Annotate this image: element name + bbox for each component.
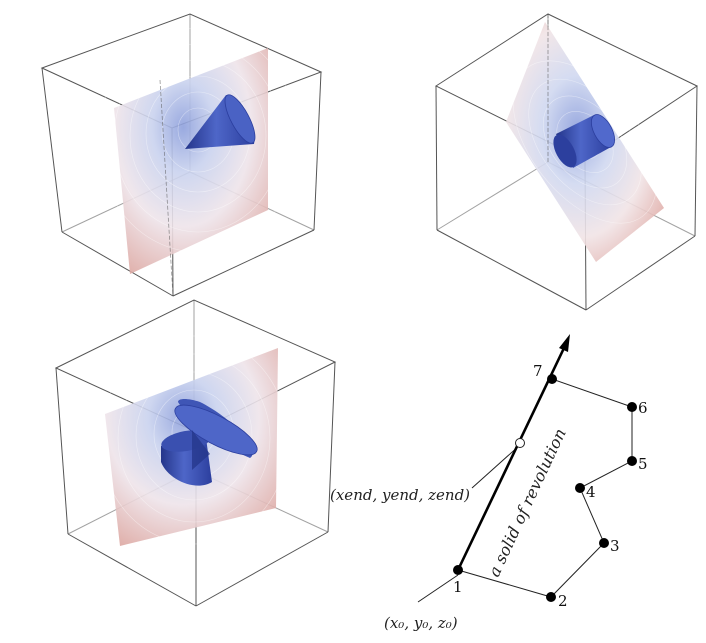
vertex-label-5: 5 [638, 455, 648, 473]
vertex-label-2: 2 [558, 592, 568, 610]
vertex-label-6: 6 [638, 399, 648, 417]
revolution-diagram: 1 2 3 4 5 6 7 a solid of revolution (xen… [330, 334, 648, 632]
cone-solid [185, 94, 256, 149]
panel-3 [54, 299, 337, 607]
vertex-labels: 1 2 3 4 5 6 7 [453, 362, 648, 610]
vertex-5 [627, 456, 637, 466]
panel-2 [434, 13, 699, 311]
axis-label: a solid of revolution [484, 425, 569, 579]
axis-arrow-head [559, 334, 570, 352]
vertex-label-1: 1 [453, 578, 463, 596]
vertex-label-4: 4 [586, 483, 596, 501]
hourglass-solid [161, 399, 258, 486]
end-pointer-line [471, 444, 521, 489]
vertex-points [453, 374, 637, 602]
vertex-6 [627, 402, 637, 412]
vertex-7 [547, 374, 557, 384]
vertex-3 [599, 538, 609, 548]
vertex-4 [575, 483, 585, 493]
start-point-label: (x₀, y₀, z₀) [384, 614, 458, 632]
profile-polyline [457, 378, 633, 598]
vertex-1 [453, 565, 463, 575]
end-point-marker [515, 438, 525, 448]
vertex-label-3: 3 [610, 537, 620, 555]
cylinder-solid [553, 114, 615, 168]
contour-plane [97, 27, 299, 297]
vertex-2 [546, 592, 556, 602]
end-point-label: (xend, yend, zend) [330, 486, 470, 504]
start-pointer-line [417, 574, 459, 603]
vertex-label-7: 7 [533, 362, 543, 380]
panel-1 [40, 13, 323, 297]
revolution-axis [456, 347, 566, 571]
